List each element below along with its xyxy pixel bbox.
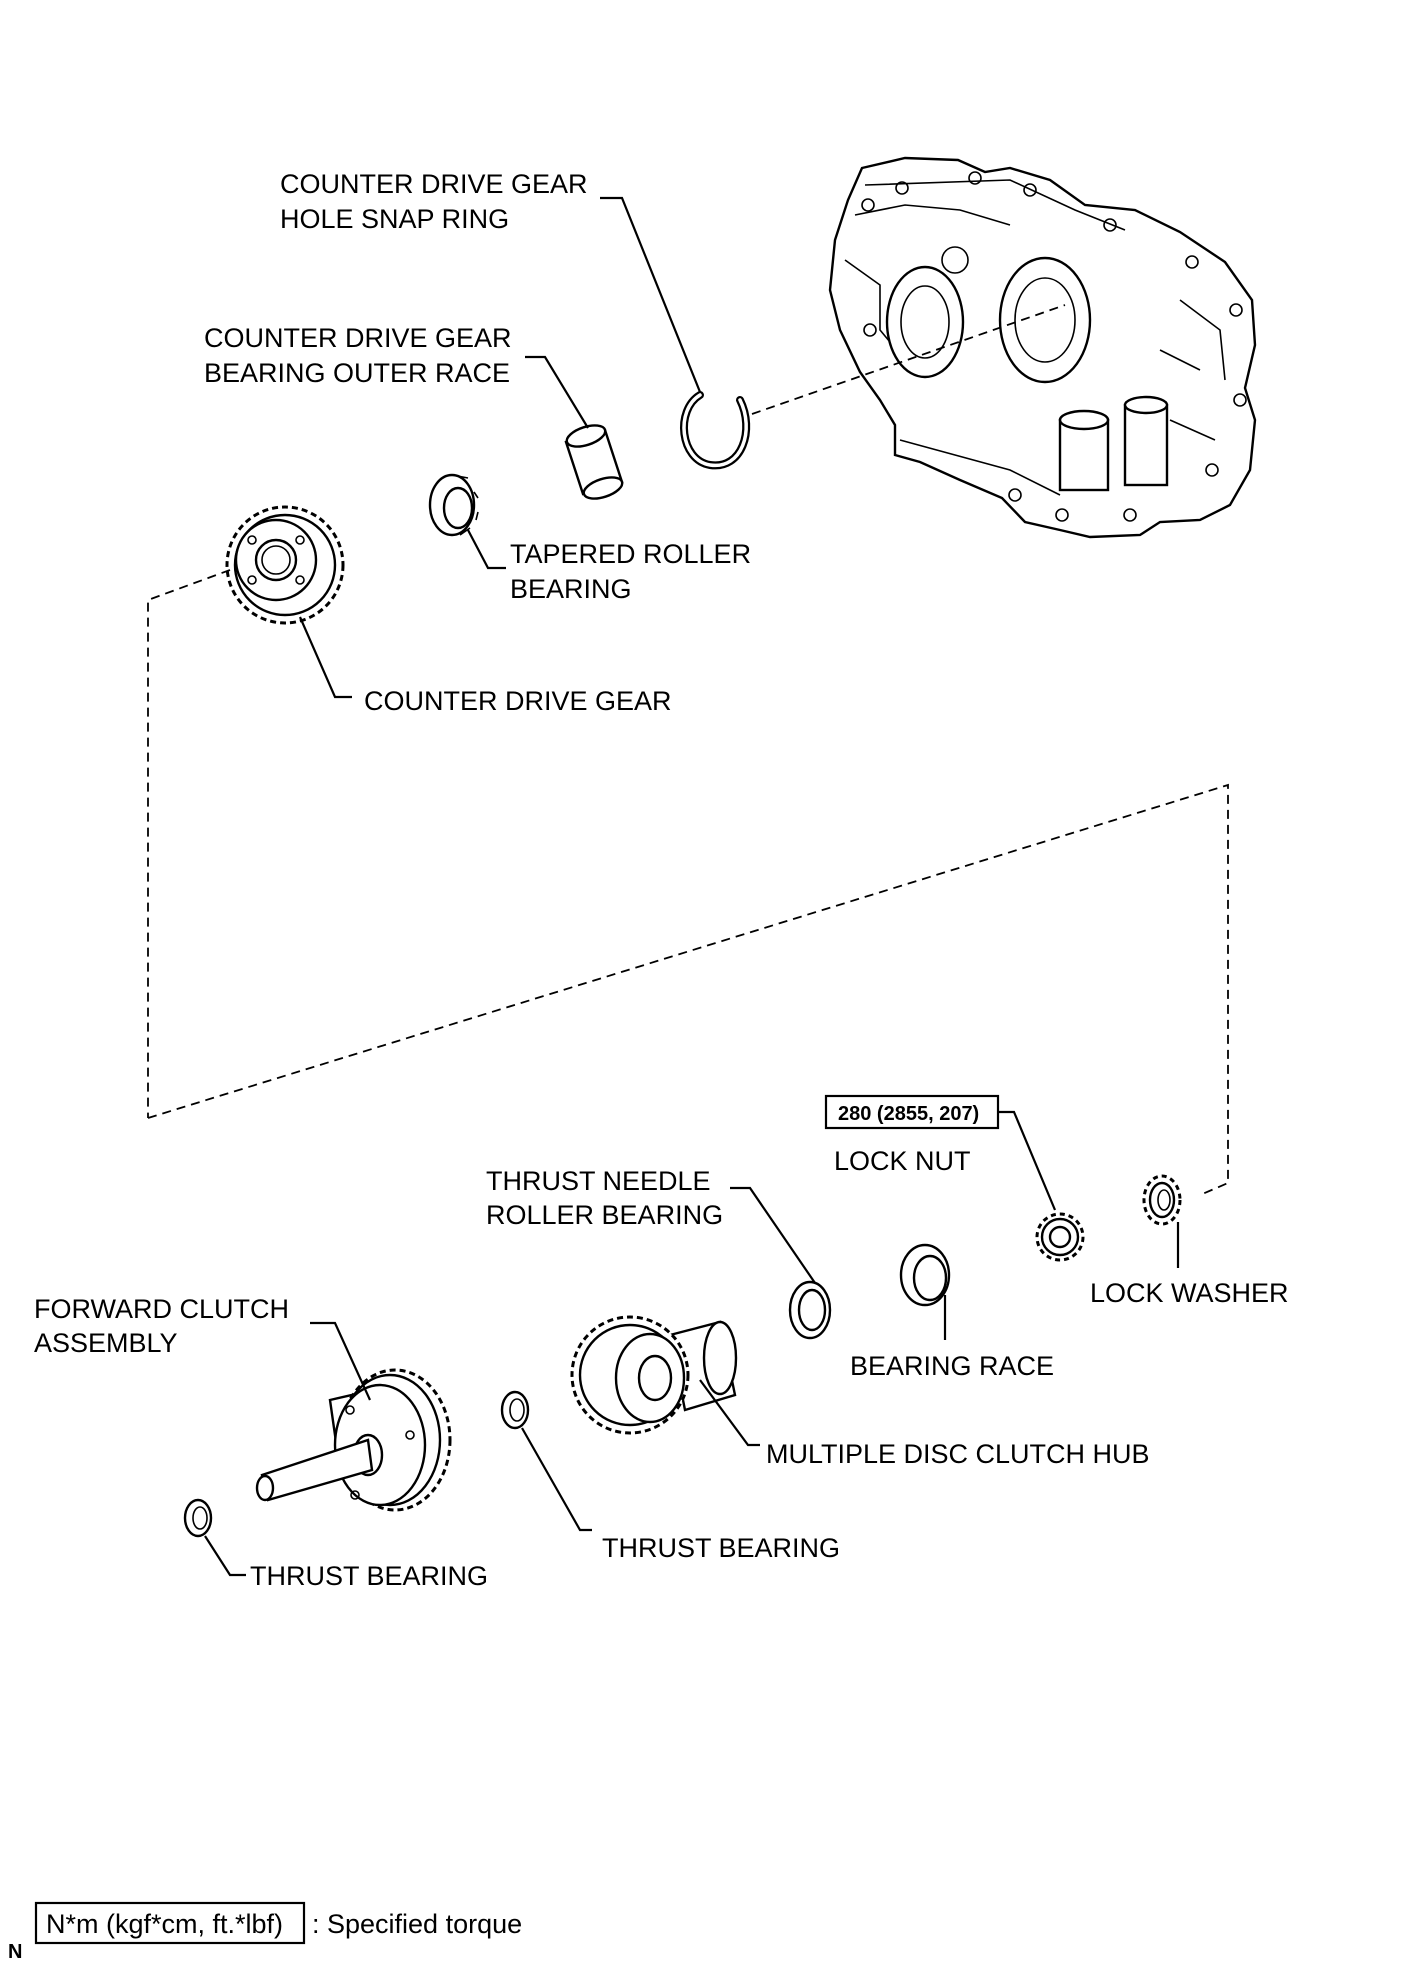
leader-tapered-bearing xyxy=(467,529,506,570)
label-outer-race: COUNTER DRIVE GEAR BEARING OUTER RACE xyxy=(204,323,519,388)
label-thrust-bearing-mid: THRUST BEARING xyxy=(602,1533,840,1563)
legend-box xyxy=(34,1901,306,1945)
label-bearing-race: BEARING RACE xyxy=(850,1351,1054,1381)
label-snap-ring: COUNTER DRIVE GEAR HOLE SNAP RING xyxy=(280,169,595,234)
leader-lock-nut xyxy=(998,1110,1057,1211)
thrust-bearing-left xyxy=(183,1498,213,1538)
leader-thrust-bearing-left xyxy=(204,1535,246,1577)
label-clutch-hub: MULTIPLE DISC CLUTCH HUB xyxy=(766,1439,1150,1469)
tapered-roller-bearing xyxy=(428,473,479,537)
forward-clutch-assembly xyxy=(255,1368,452,1512)
leader-thrust-bearing-mid xyxy=(521,1427,592,1532)
counter-drive-gear xyxy=(225,505,345,625)
bearing-race xyxy=(899,1243,951,1307)
label-forward-clutch: FORWARD CLUTCH ASSEMBLY xyxy=(34,1294,297,1358)
thrust-needle-roller-bearing xyxy=(788,1280,832,1340)
leader-outer-race xyxy=(525,355,589,429)
lock-washer xyxy=(1142,1174,1182,1226)
leader-clutch-hub xyxy=(699,1379,760,1447)
leader-counter-gear xyxy=(298,616,352,699)
label-thrust-needle: THRUST NEEDLE ROLLER BEARING xyxy=(486,1166,723,1230)
assembly-axis-line xyxy=(751,304,1066,415)
torque-value: 280 (2855, 207) xyxy=(838,1103,979,1125)
corner-mark: N xyxy=(8,1941,22,1963)
legend-description: : Specified torque xyxy=(312,1909,522,1939)
lock-nut xyxy=(1035,1212,1085,1262)
hole-snap-ring xyxy=(680,391,751,470)
bearing-outer-race xyxy=(564,424,624,500)
leader-forward-clutch xyxy=(310,1321,372,1401)
label-counter-gear: COUNTER DRIVE GEAR xyxy=(364,686,672,716)
label-tapered-bearing: TAPERED ROLLER BEARING xyxy=(510,539,759,604)
alignment-line-diagonal xyxy=(147,783,1229,1196)
multiple-disc-clutch-hub xyxy=(570,1315,738,1435)
leader-thrust-needle xyxy=(730,1186,816,1284)
transaxle-case-illustration xyxy=(828,156,1257,539)
leader-snap-ring xyxy=(600,196,702,393)
alignment-line-left xyxy=(147,569,231,1118)
label-thrust-bearing-left: THRUST BEARING xyxy=(250,1561,488,1591)
label-lock-washer: LOCK WASHER xyxy=(1090,1278,1289,1308)
legend-box-text: N*m (kgf*cm, ft.*lbf) xyxy=(46,1909,283,1939)
thrust-bearing-middle xyxy=(500,1390,530,1430)
label-lock-nut: LOCK NUT xyxy=(834,1146,971,1176)
